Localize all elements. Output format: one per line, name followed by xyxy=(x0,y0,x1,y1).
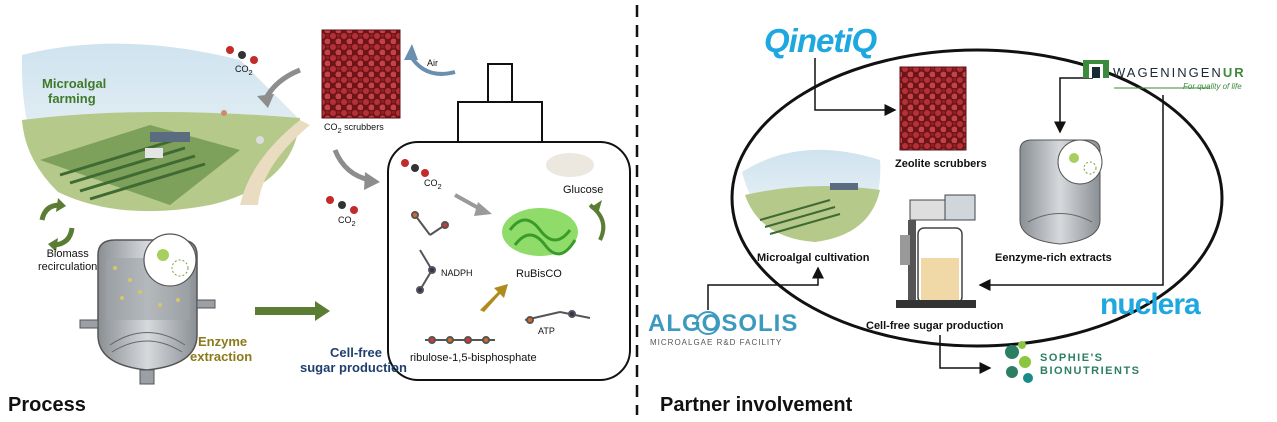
label-co2-scrubbers: CO2 scrubbers xyxy=(324,122,384,135)
label-nadph: NADPH xyxy=(441,268,473,278)
algosolis-connector xyxy=(707,266,824,310)
label-rubisco: RuBisCO xyxy=(516,268,562,280)
reaction-vessel xyxy=(387,63,631,381)
co2-molecule-icon xyxy=(401,159,429,177)
label-co2-top: CO2 xyxy=(235,64,253,77)
label-cell-free-sugar-production: Cell-free sugar production xyxy=(866,320,1004,332)
algosolis-logo-icon xyxy=(696,311,720,335)
microalgal-cultivation-illustration xyxy=(742,149,881,242)
co2-molecule-icon xyxy=(226,46,258,64)
section-label-process: Process xyxy=(8,394,86,416)
label-enzyme-extraction: Enzyme extraction xyxy=(190,334,253,364)
nuclera-connector xyxy=(978,95,1164,291)
partner-ellipse xyxy=(730,48,1224,348)
co2-scrubber-icon xyxy=(321,29,401,119)
atp-molecule-icon xyxy=(524,310,591,324)
rubisco-protein-icon xyxy=(502,208,578,256)
rubp-molecule-icon xyxy=(425,336,495,344)
logo-algosolis: ALGOSOLIS xyxy=(648,310,799,337)
label-glucose: Glucose xyxy=(563,184,604,196)
label-vessel-co2: CO2 xyxy=(424,178,442,191)
recirculation-cycle-icon xyxy=(39,198,75,252)
logo-qinetiq: QinetiQ xyxy=(764,22,877,59)
label-cell-free-sugar: Cell-free sugar production xyxy=(300,345,407,375)
sophies-connector xyxy=(939,335,992,374)
reaction-arrow-icon xyxy=(480,284,508,312)
glucose-powder-icon xyxy=(546,153,594,177)
label-rubp: ribulose-1,5-bisphosphate xyxy=(410,352,537,364)
cell-free-reactor-icon xyxy=(896,194,976,308)
farm-illustration xyxy=(21,43,310,212)
enzyme-vessel-right xyxy=(1019,139,1103,245)
label-co2-bottom: CO2 xyxy=(338,215,356,228)
co2-molecule-icon xyxy=(326,196,358,214)
logo-wageningen: WAGENINGENUR xyxy=(1113,65,1246,80)
wageningen-logo-icon xyxy=(1083,60,1210,89)
nadph-molecule-icon xyxy=(411,211,449,294)
logo-sophies-bionutrients: SOPHIE'S BIONUTRIENTS xyxy=(1040,352,1141,377)
label-enzyme-rich-extracts: Eenzyme-rich extracts xyxy=(995,252,1112,264)
label-biomass-recirculation: Biomass recirculation xyxy=(38,248,98,273)
wur-connector xyxy=(1054,77,1093,134)
label-air: Air xyxy=(427,58,438,68)
qinetiq-connector xyxy=(814,58,897,116)
label-zeolite-scrubbers: Zeolite scrubbers xyxy=(895,158,987,170)
logo-nuclera: nuclera xyxy=(1100,288,1201,321)
sophies-logo-icon xyxy=(1005,341,1033,383)
process-arrow-icon xyxy=(255,301,330,321)
label-microalgal-farming: Microalgal farming xyxy=(42,76,107,106)
bioreactor-vessel-left xyxy=(79,233,216,385)
logo-wageningen-tagline: For quality of life xyxy=(1183,82,1242,91)
label-microalgal-cultivation: Microalgal cultivation xyxy=(757,252,870,264)
logo-algosolis-subtitle: MICROALGAE R&D FACILITY xyxy=(650,338,783,347)
zeolite-scrubber-icon xyxy=(899,66,967,151)
label-atp: ATP xyxy=(538,326,555,336)
section-label-partner-involvement: Partner involvement xyxy=(660,394,853,416)
